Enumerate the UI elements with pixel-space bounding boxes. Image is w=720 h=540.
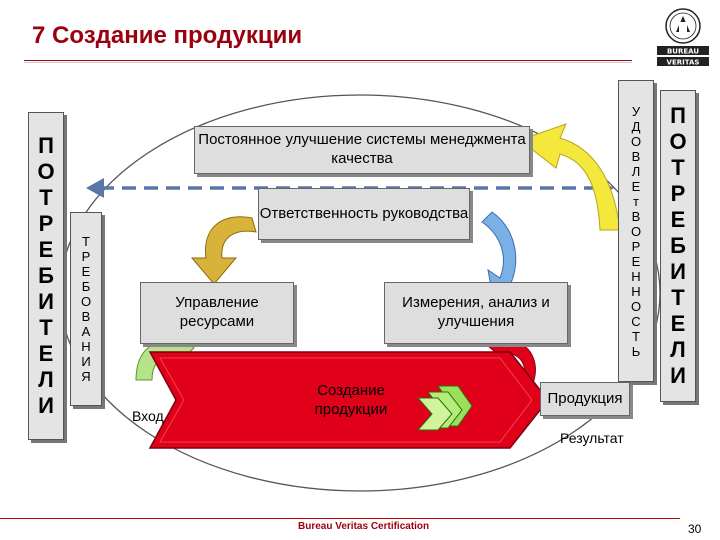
left-consumers-letter: О [37,159,55,184]
right-consumers-letter: Т [671,155,685,180]
satisfaction-letter: Н [631,283,641,299]
measurement-analysis-box: Измерения, анализ и улучшения [384,282,568,344]
right-consumers-letter: Б [670,233,686,258]
right-consumers-letter: Е [670,311,686,336]
satisfaction-letter: Д [631,118,641,134]
left-requirements-box: Т Р Е Б О В А Н И Я [70,212,102,406]
small-arrow-3 [416,397,453,431]
footer-divider [0,518,680,519]
satisfaction-letter: О [630,298,642,314]
left-consumers-letter: И [38,393,54,418]
satisfaction-letter: С [631,313,641,329]
satisfaction-letter: Е [631,253,641,269]
satisfaction-letter: В [631,208,641,224]
dashed-arrow-left-head [86,178,104,198]
slide-title: 7 Создание продукции [32,22,303,49]
satisfaction-letter: Ь [631,343,641,359]
satisfaction-letter: Р [631,238,641,254]
left-consumers-letter: П [38,133,54,158]
left-consumers-letter: Т [39,315,53,340]
satisfaction-letter: т [633,193,639,209]
requirements-letter: О [80,294,92,309]
input-label: Вход [132,408,164,424]
left-consumers-letter: И [38,289,54,314]
logo-line1: BUREAU [667,48,699,56]
requirements-letter: Н [81,339,91,354]
right-consumers-letter: Р [670,181,686,206]
right-satisfaction-box: У Д О В Л Е т В О Р Е Н Н О С Т Ь [618,80,654,382]
requirements-letter: Р [81,249,91,264]
requirements-letter: Б [81,279,91,294]
requirements-letter: В [81,309,91,324]
satisfaction-letter: Е [631,178,641,194]
curved-arrow-gold [190,216,257,285]
footer-company: Bureau Veritas Certification [298,521,430,532]
left-consumers-letter: Б [38,263,54,288]
requirements-letter: А [81,324,91,339]
left-consumers-box: П О Т Р Е Б И Т Е Л И [28,112,64,440]
requirements-letter: И [81,354,91,369]
right-consumers-letter: Е [670,207,686,232]
satisfaction-letter: В [631,148,641,164]
right-consumers-letter: Т [671,285,685,310]
satisfaction-letter: У [631,103,641,119]
requirements-letter: Е [81,264,91,279]
satisfaction-letter: О [630,223,642,239]
logo-line2: VERITAS [667,59,700,67]
left-consumers-letter: Т [39,185,53,210]
right-consumers-letter: О [669,129,687,154]
satisfaction-letter: О [630,133,642,149]
continual-improvement-box: Постоянное улучшение системы менеджмента… [194,126,530,174]
right-consumers-letter: П [670,103,686,128]
bureau-veritas-logo: BUREAU VERITAS [657,8,709,67]
requirements-letter: Я [81,369,91,384]
requirements-letter: Т [82,234,90,249]
resource-management-box: Управление ресурсами [140,282,294,344]
right-consumers-letter: И [670,259,686,284]
product-box: Продукция [540,382,630,416]
satisfaction-letter: Т [632,328,640,344]
page-number: 30 [688,522,702,536]
management-responsibility-box: Ответственность руководства [258,188,470,240]
result-label: Результат [560,430,624,446]
satisfaction-letter: Л [631,163,641,179]
satisfaction-letter: Н [631,268,641,284]
left-consumers-letter: Е [38,237,54,262]
curved-arrow-yellow [518,123,621,231]
left-consumers-letter: Р [38,211,54,236]
title-divider [24,60,632,61]
right-consumers-letter: И [670,363,686,388]
right-consumers-letter: Л [670,337,686,362]
product-creation-label: Создание продукции [314,382,388,418]
left-consumers-letter: Е [38,341,54,366]
left-consumers-letter: Л [38,367,54,392]
right-consumers-box: П О Т Р Е Б И Т Е Л И [660,90,696,402]
title-divider-shadow [24,62,632,63]
